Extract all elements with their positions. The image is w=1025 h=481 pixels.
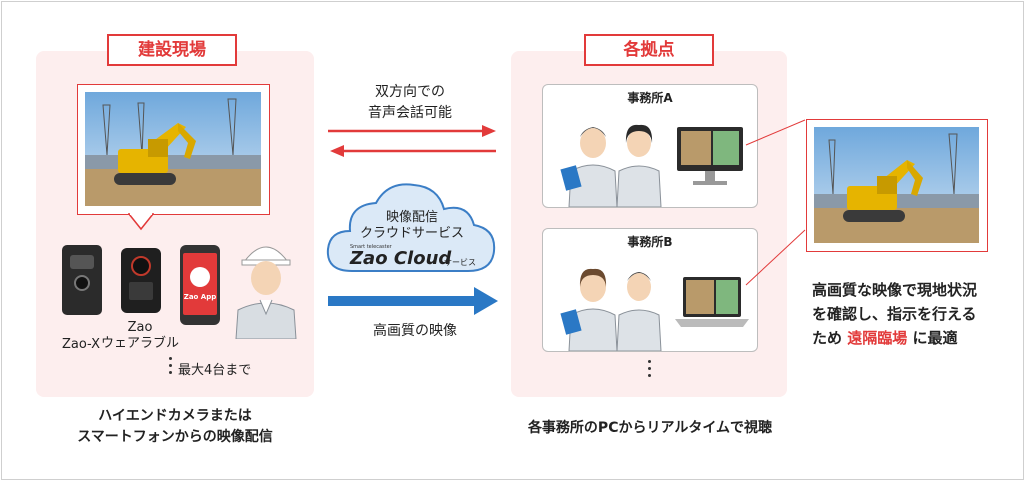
benefit-line2: を確認し、指示を行える xyxy=(812,305,977,323)
office-a-title: 事務所A xyxy=(627,91,673,105)
cloud-small-text: Smart telecaster xyxy=(350,244,392,250)
office-b-title: 事務所B xyxy=(627,235,673,249)
office-b-card: 事務所B xyxy=(542,228,758,352)
hq-video-label: 高画質の映像 xyxy=(373,323,457,339)
zao-wearable-device xyxy=(121,248,161,313)
zao-wearable-label-line1: Zao xyxy=(127,320,153,335)
desktop-pc-icon xyxy=(677,127,743,185)
zao-wearable-label-line2: ウェアラブル xyxy=(100,336,179,351)
zoom-photo xyxy=(806,119,988,252)
site-caption-line1: ハイエンドカメラまたは xyxy=(98,408,252,424)
two-way-line1: 双方向での xyxy=(375,84,445,100)
excavator-photo-image xyxy=(814,127,979,243)
more-devices-dots xyxy=(169,357,173,378)
smartphone-device: Zao App xyxy=(180,245,220,325)
zao-x-label: Zao-X xyxy=(61,337,101,352)
worker-helmet-icon xyxy=(235,246,297,339)
zao-cloud-suffix: サービス xyxy=(444,258,476,267)
benefit-text: 高画質な映像で現地状況 を確認し、指示を行える ため 遠隔臨場 に最適 xyxy=(812,278,1012,350)
site-caption-line2: スマートフォンからの映像配信 xyxy=(77,429,273,445)
cloud-icon xyxy=(326,183,496,272)
zao-x-device xyxy=(62,245,102,315)
benefit-line3-pre: ため xyxy=(812,329,843,347)
two-way-line2: 音声会話可能 xyxy=(368,105,452,121)
offices-caption: 各事務所のPCからリアルタイムで視聴 xyxy=(527,420,773,436)
benefit-line3: ため 遠隔臨場 に最適 xyxy=(812,326,1012,350)
zao-app-label: Zao App xyxy=(183,293,217,301)
cloud-line1: 映像配信 xyxy=(385,210,438,225)
cloud-line2: クラウドサービス xyxy=(359,226,464,241)
excavator-photo-image xyxy=(85,92,261,206)
benefit-line1: 高画質な映像で現地状況 xyxy=(812,281,978,299)
benefit-highlight: 遠隔臨場 xyxy=(847,329,908,347)
offices-tag: 各拠点 xyxy=(584,34,714,66)
site-photo xyxy=(77,84,270,215)
office-workers-icon xyxy=(560,268,662,351)
video-arrow xyxy=(328,287,498,315)
laptop-pc-icon xyxy=(675,277,749,327)
two-way-arrows xyxy=(328,125,496,157)
site-tag: 建設現場 xyxy=(107,34,237,66)
office-a-card: 事務所A xyxy=(542,84,758,208)
callout-lines xyxy=(745,119,806,286)
more-offices-dots xyxy=(648,360,652,381)
benefit-line3-post: に最適 xyxy=(912,329,958,347)
max-units-label: 最大4台まで xyxy=(178,363,252,378)
office-workers-icon xyxy=(560,124,662,207)
speech-tail xyxy=(128,213,154,231)
zao-cloud-brand: Zao Cloud xyxy=(350,248,452,269)
